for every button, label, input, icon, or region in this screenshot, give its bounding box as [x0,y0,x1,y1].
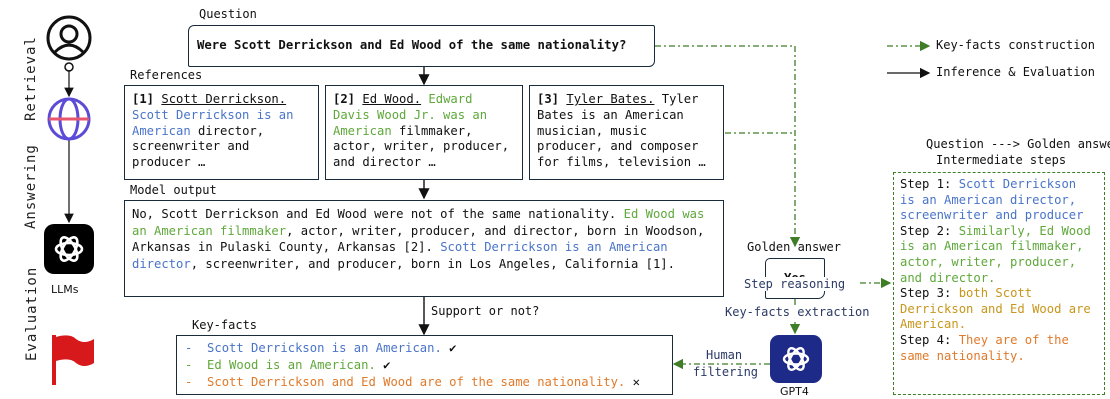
reference-1-number: [1] [132,92,155,106]
gpt4-logo-icon [770,335,822,383]
model-output-text-3: , screenwriter, and producer, born in Lo… [190,256,675,271]
model-output-scott-claim: Scott Derrickson is an American director [132,240,668,271]
step-label: Step 4: [900,332,952,347]
reference-card-3: [3] Tyler Bates. Tyler Bates is an Ameri… [529,85,724,180]
key-fact-text: Ed Wood is an American. [207,358,376,372]
model-output-text-2: , actor, writer, producer, and director,… [132,223,705,255]
check-icon: ✔ [449,341,457,355]
reference-1-title: Scott Derrickson. [161,92,287,106]
reference-3-number: [3] [537,92,560,106]
steps-panel: Step 1: Scott Derrickson is an American … [893,172,1105,395]
model-output-heading: Model output [130,183,217,197]
reference-card-1: [1] Scott Derrickson. Scott Derrickson i… [124,85,319,180]
key-facts-box: - Scott Derrickson is an American. ✔ - E… [176,335,673,395]
model-output-box: No, Scott Derrickson and Ed Wood were no… [124,200,724,297]
gpt4-label: GPT4 [780,385,809,398]
model-output-text-1: No, Scott Derrickson and Ed Wood were no… [132,207,624,221]
cross-icon: ✕ [632,375,640,389]
reference-2-number: [2] [333,92,356,106]
step-text: Similarly, Ed Wood is an American filmma… [900,223,1091,285]
human-filtering-label-2: filtering [693,365,759,379]
key-fact-text: Scott Derrickson and Ed Wood are of the … [207,375,626,389]
stage-retrieval-label: Retrieval [23,36,39,121]
step-text: They are of the same nationality. [900,332,1069,363]
llm-logo-icon [44,224,94,274]
steps-title-1: Question ---> Golden answer [926,137,1110,151]
key-fact-text: Scott Derrickson is an American. [207,341,442,355]
reference-1-highlight: Scott Derrickson is an American [132,107,294,138]
key-fact-item: - Scott Derrickson is an American. ✔ [185,341,457,355]
step-item: Step 4: They are of the same nationality… [900,333,1098,364]
reference-2-text: filmmaker, actor, writer, producer, and … [333,123,510,170]
stage-evaluation-label: Evaluation [24,266,40,361]
key-facts-extraction-label: Key-facts extraction [725,305,870,319]
key-fact-item: - Ed Wood is an American. ✔ [185,358,391,372]
dashed-question-to-golden [655,45,801,248]
question-text: Were Scott Derrickson and Ed Wood of the… [197,38,627,52]
question-box: Were Scott Derrickson and Ed Wood of the… [188,25,655,67]
reference-2-title: Ed Wood. [362,92,422,106]
step-label: Step 2: [900,223,952,238]
human-filtering-label-1: Human [706,348,743,362]
step-label: Step 3: [900,286,952,301]
step-text: Scott Derrickson is an American director… [900,177,1084,223]
reference-3-title: Tyler Bates. [566,92,655,106]
flag-icon [52,335,94,385]
user-icon [46,15,92,72]
key-fact-item: - Scott Derrickson and Ed Wood are of th… [185,375,640,389]
golden-answer-heading: Golden answer [747,240,841,254]
step-reasoning-label: Step reasoning [744,277,846,291]
reference-3-text: Tyler Bates is an American musician, mus… [537,92,706,170]
step-label: Step 1: [900,177,952,191]
steps-title-2: Intermediate steps [936,153,1067,167]
question-heading: Question [199,7,257,21]
references-heading: References [130,68,203,82]
step-text: both Scott Derrickson and Ed Wood are Am… [900,286,1091,332]
key-facts-heading: Key-facts [192,318,258,332]
legend-dashed-label: Key-facts construction [936,38,1095,52]
step-item: Step 2: Similarly, Ed Wood is an America… [900,224,1098,286]
model-output-ed-wood-claim: Ed Wood was an American filmmaker [132,207,705,238]
globe-icon [47,97,91,141]
reference-1-text: director, screenwriter and producer … [132,123,265,170]
support-label: Support or not? [431,304,540,318]
check-icon: ✔ [383,358,391,372]
legend-solid-label: Inference & Evaluation [936,65,1095,79]
step-item: Step 3: both Scott Derrickson and Ed Woo… [900,286,1098,333]
step-item: Step 1: Scott Derrickson is an American … [900,177,1098,224]
reference-2-highlight: Edward Davis Wood Jr. was an American [333,92,488,138]
stage-answering-label: Answering [23,144,39,229]
reference-card-2: [2] Ed Wood. Edward Davis Wood Jr. was a… [325,85,523,180]
llms-label: LLMs [51,283,79,296]
